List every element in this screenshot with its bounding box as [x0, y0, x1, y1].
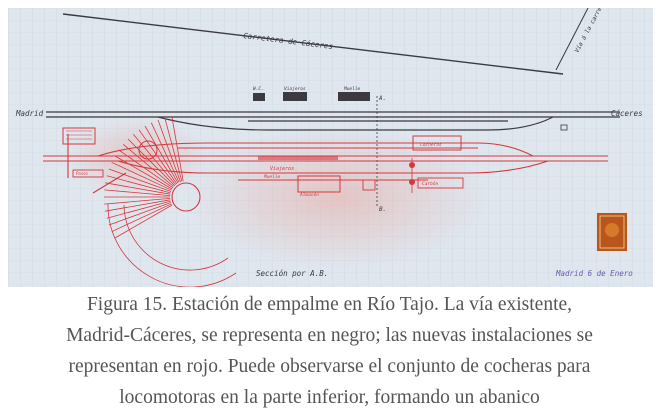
section-mark-a: A.: [378, 95, 386, 102]
red-building-small: [72, 169, 104, 178]
fan-ray: [114, 155, 173, 190]
fan-ray: [104, 189, 171, 196]
stamp-date-label: Madrid 6 de Enero: [555, 269, 633, 278]
red-building-right: [412, 135, 462, 151]
fan-ray: [132, 133, 177, 185]
building-label-muelle: Muelle: [343, 86, 361, 92]
red-label-cocheras: Cocheras: [420, 142, 442, 148]
building-wc: [253, 93, 265, 101]
red-label-pasos: Pasos: [76, 171, 89, 176]
fan-ray: [157, 119, 181, 183]
building-label-viajeros: Viajeros: [284, 86, 306, 92]
section-mark-b: B.: [379, 206, 386, 213]
station-plan-drawing: Carretera de Cáceres Vía á la carretera …: [8, 8, 653, 287]
road-carretera: [62, 8, 589, 75]
caceres-label: Cáceres: [611, 109, 643, 118]
paper-stain-2: [68, 118, 208, 198]
fan-ray: [138, 129, 178, 185]
red-label-carbon: Carbón: [422, 180, 439, 187]
building-viajeros: [283, 92, 307, 101]
fan-ray: [118, 149, 174, 189]
turntable-roundhouse: [171, 182, 201, 212]
red-platform-center: [258, 156, 338, 160]
red-building-left: [62, 127, 96, 145]
red-building-left-hatch: [66, 130, 92, 140]
red-shed: [362, 179, 376, 191]
fan-ray: [106, 175, 171, 194]
paper-stain: [188, 128, 488, 268]
fan-ray: [164, 117, 183, 182]
red-label-almacen: Almacén: [299, 191, 319, 198]
fan-ray: [104, 198, 171, 205]
fan-ray: [114, 204, 173, 239]
fan-ray: [106, 200, 171, 219]
caption-line-1: Figura 15. Estación de empalme en Río Ta…: [86, 294, 573, 315]
caption-line-4: locomotoras en la parte inferior, forman…: [119, 387, 540, 408]
fan-ray: [144, 125, 179, 184]
caption-line-2: Madrid-Cáceres, se representa en negro; …: [66, 325, 593, 346]
roundhouse-fan: [104, 116, 237, 287]
fan-ray: [122, 143, 174, 188]
madrid-label: Madrid: [15, 109, 44, 118]
fan-ray: [111, 203, 172, 233]
building-muelle: [338, 92, 370, 101]
fan-ray: [108, 168, 172, 192]
fan-ray: [150, 122, 180, 183]
figure-caption: Figura 15. Estación de empalme en Río Ta…: [10, 289, 649, 413]
building-label-wc: W.C.: [253, 86, 264, 92]
red-label-muelle: Muelle: [263, 174, 281, 180]
fan-ray: [111, 161, 172, 191]
fan-ray: [105, 182, 171, 195]
red-building-right-lower: [417, 177, 464, 189]
red-warehouse: [297, 175, 341, 193]
postage-stamp: [597, 213, 627, 251]
existing-track-madrid-caceres: [46, 111, 620, 131]
section-label: Sección por A.B.: [256, 269, 328, 278]
small-hut: [560, 124, 568, 131]
fan-ray: [108, 202, 172, 226]
fan-ray: [127, 138, 175, 186]
fan-ray: [171, 116, 184, 182]
fan-ray: [105, 199, 171, 212]
caption-line-3: representan en rojo. Puede observarse el…: [68, 356, 591, 377]
red-label-viajeros: Viajeros: [270, 166, 294, 172]
